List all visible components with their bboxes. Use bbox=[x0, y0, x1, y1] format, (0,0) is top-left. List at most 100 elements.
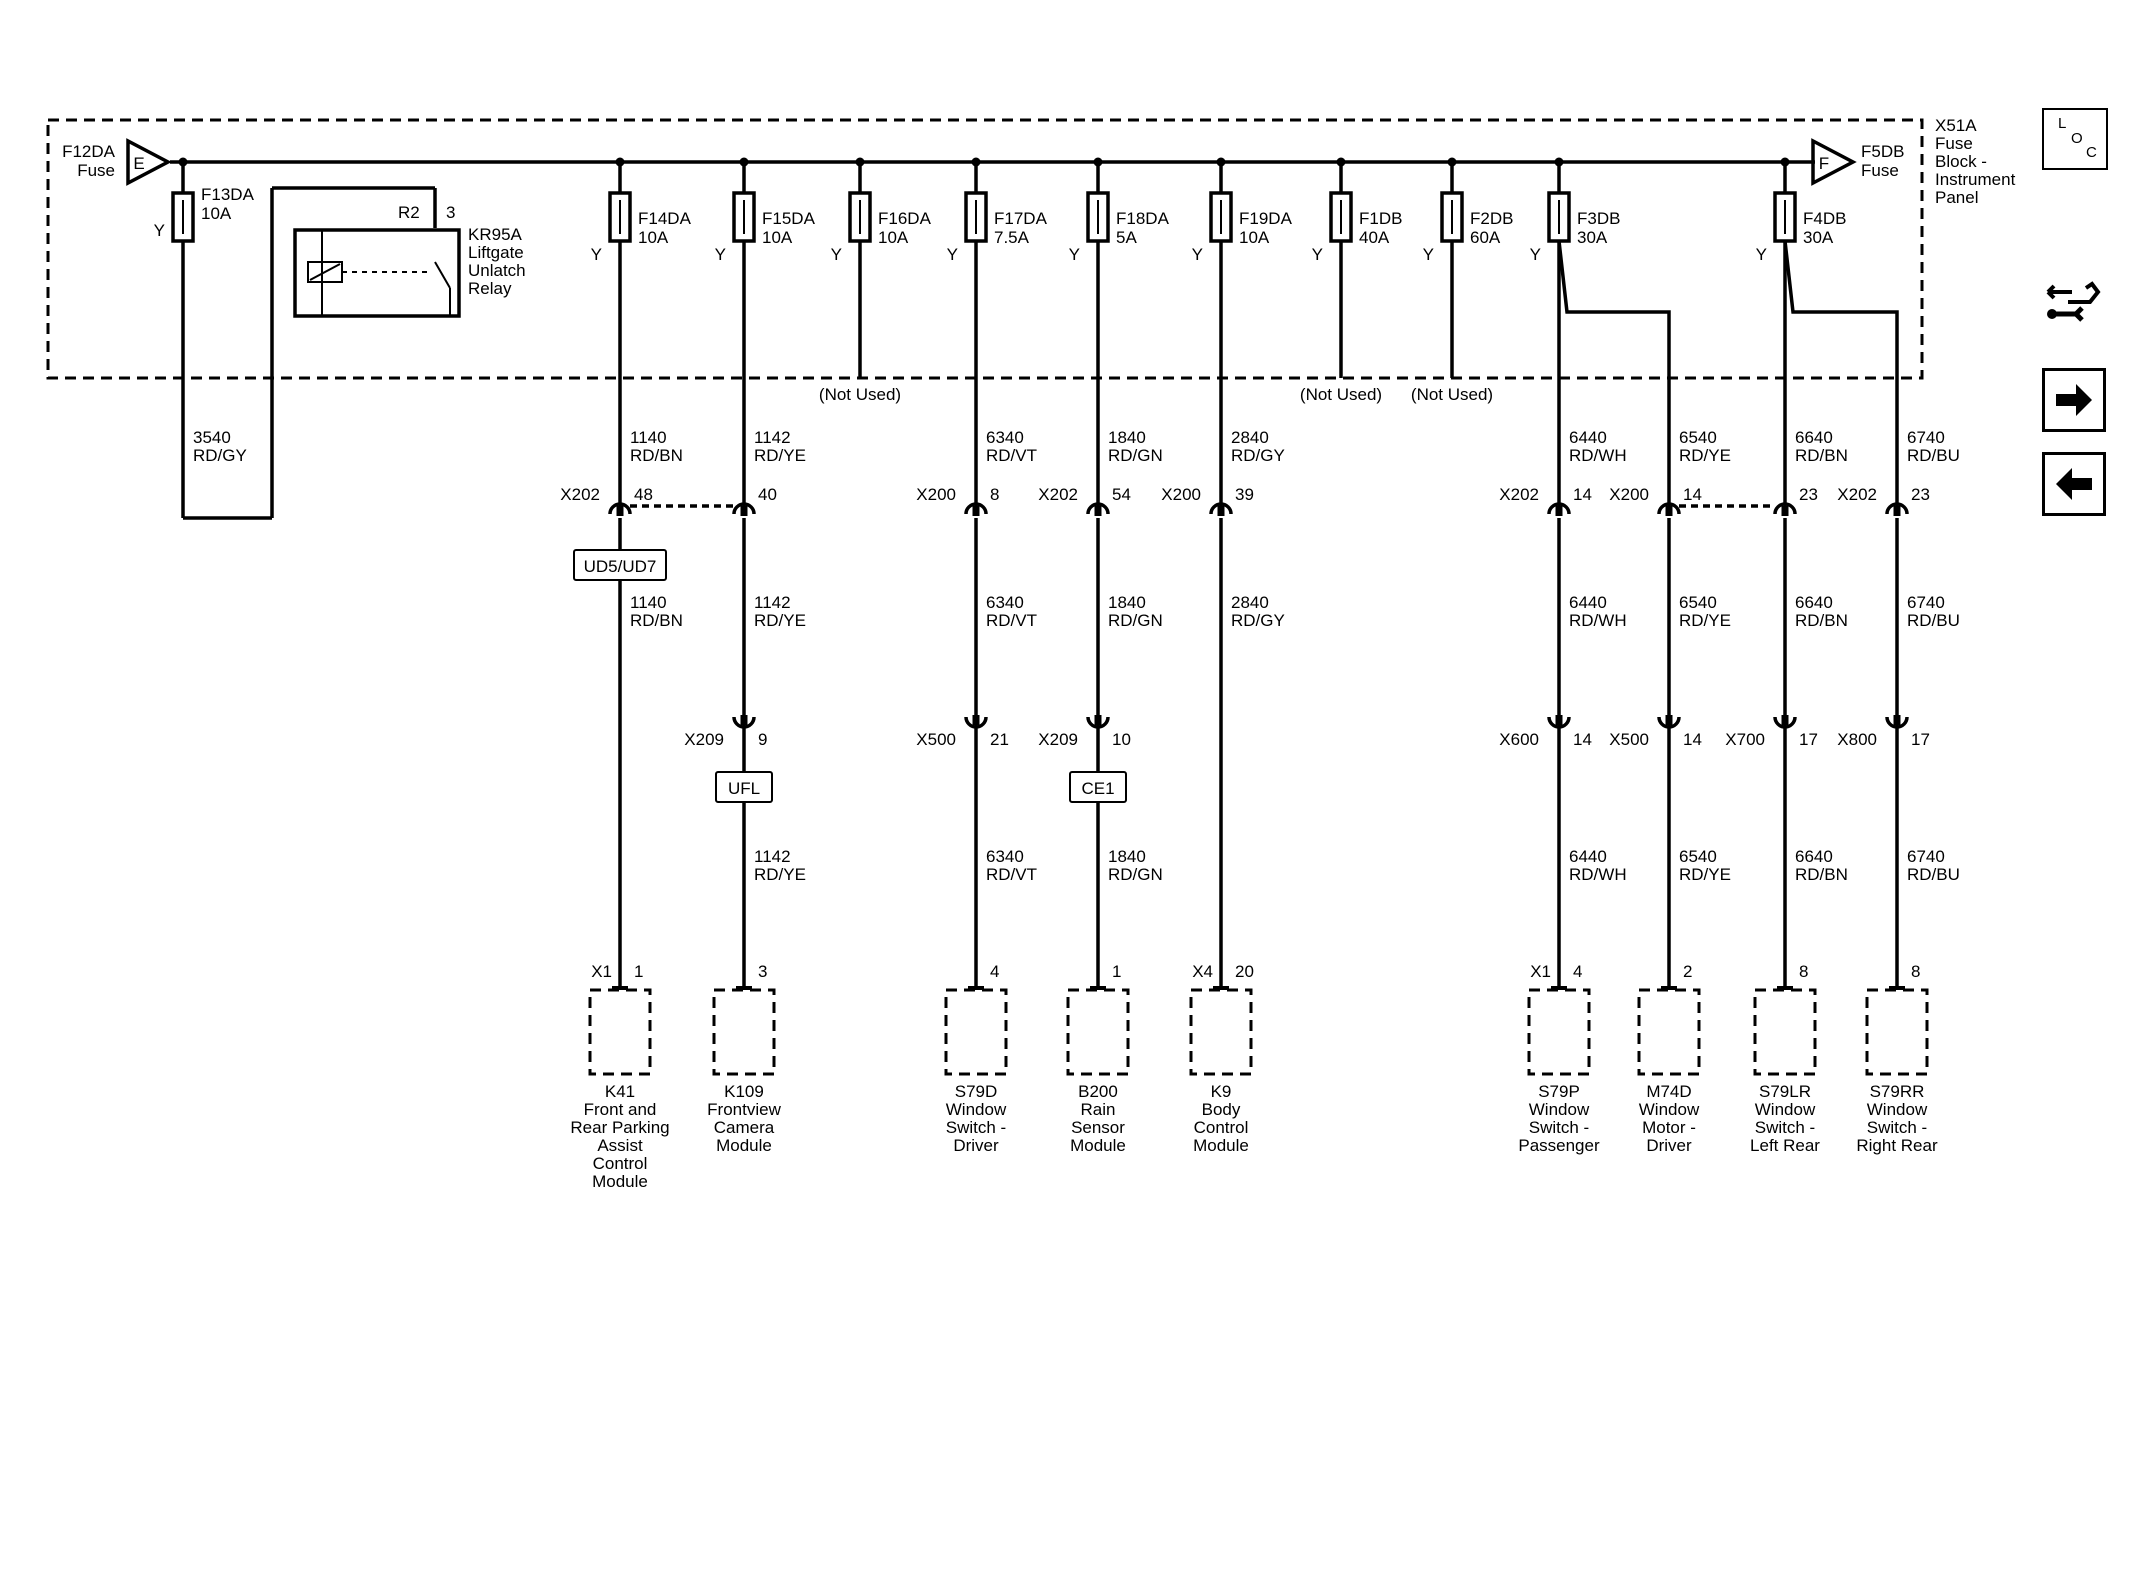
fuse-rating-label: 10A bbox=[878, 228, 909, 247]
connector-x209-pin bbox=[1094, 715, 1102, 725]
fuse-rating-label: 10A bbox=[762, 228, 793, 247]
fuse-id-label: F3DB bbox=[1577, 209, 1620, 228]
source-e-triangle bbox=[126, 138, 172, 186]
module-b200 bbox=[1066, 988, 1130, 1076]
module-name-line: K109 bbox=[724, 1082, 764, 1101]
circuit-number: 6340 bbox=[986, 847, 1024, 866]
circuit-number: 1142 bbox=[754, 593, 791, 612]
loc-letter-c: C bbox=[2086, 144, 2097, 161]
module-name-line: K41 bbox=[605, 1082, 635, 1101]
arrow-right-icon bbox=[2056, 384, 2092, 416]
option-ce1-label: CE1 bbox=[1081, 779, 1114, 798]
connector-pin-label: 10 bbox=[1112, 730, 1131, 749]
module-name-line: Passenger bbox=[1518, 1136, 1600, 1155]
back-button[interactable] bbox=[2042, 452, 2106, 516]
connector-id-label: X200 bbox=[1161, 485, 1201, 504]
fuse-block-name-line: Fuse bbox=[1935, 134, 1973, 153]
relay-kr95a-box bbox=[293, 228, 461, 318]
module-name-line: Module bbox=[1070, 1136, 1126, 1155]
module-name-line: Motor - bbox=[1642, 1118, 1696, 1137]
circuit-number: 6440 bbox=[1569, 428, 1607, 447]
module-pin-bar bbox=[1777, 986, 1793, 990]
tools-button[interactable] bbox=[2042, 270, 2106, 334]
arrow-left-icon bbox=[2056, 468, 2092, 500]
module-s79lr bbox=[1753, 988, 1817, 1076]
tools-icon bbox=[2046, 281, 2101, 322]
circuit-number: 6440 bbox=[1569, 847, 1607, 866]
connector-pin-label: 54 bbox=[1112, 485, 1131, 504]
module-connector-label: X1 bbox=[1530, 962, 1551, 981]
connector-x700-pin bbox=[1781, 715, 1789, 725]
relay-name-line: KR95A bbox=[468, 225, 523, 244]
connector-x500-pin bbox=[972, 715, 980, 725]
circuit-color: RD/VT bbox=[986, 446, 1037, 465]
module-pin-label: 20 bbox=[1235, 962, 1254, 981]
relay-name-line: Unlatch bbox=[468, 261, 526, 280]
connector-x800-pin bbox=[1893, 715, 1901, 725]
connector-pin-label: 40 bbox=[758, 485, 777, 504]
module-s79p bbox=[1527, 988, 1591, 1076]
connector-pin-label: 14 bbox=[1573, 730, 1592, 749]
module-pin-label: 3 bbox=[758, 962, 767, 981]
module-pin-bar bbox=[1090, 986, 1106, 990]
circuit-color: RD/BN bbox=[630, 611, 683, 630]
module-name-line: Left Rear bbox=[1750, 1136, 1820, 1155]
module-name-line: S79P bbox=[1538, 1082, 1580, 1101]
circuit-color: RD/GY bbox=[1231, 446, 1285, 465]
circuit-number: 1142 bbox=[754, 847, 791, 866]
connector-id-label: X500 bbox=[916, 730, 956, 749]
module-name-line: S79D bbox=[955, 1082, 998, 1101]
fuse-y-label: Y bbox=[154, 221, 165, 240]
circuit-color: RD/GN bbox=[1108, 446, 1163, 465]
connector-x200-arc bbox=[1657, 502, 1681, 515]
not-used-label: (Not Used) bbox=[819, 385, 901, 404]
location-button[interactable]: L O C bbox=[2042, 108, 2108, 170]
source-f5db-label: F5DB bbox=[1861, 142, 1904, 161]
circuit-color: RD/BN bbox=[1795, 611, 1848, 630]
fuse-rating-label: 30A bbox=[1803, 228, 1834, 247]
module-name-line: Frontview bbox=[707, 1100, 781, 1119]
circuit-color: RD/BU bbox=[1907, 611, 1960, 630]
circuit-number: 1840 bbox=[1108, 847, 1146, 866]
circuit-3540-color: RD/GY bbox=[193, 446, 247, 465]
module-name-line: Window bbox=[1755, 1100, 1816, 1119]
connector-pin-label: 23 bbox=[1911, 485, 1930, 504]
option-ufl-label: UFL bbox=[728, 779, 760, 798]
connector-x600-pin bbox=[1555, 715, 1563, 725]
module-pin-label: 4 bbox=[1573, 962, 1582, 981]
module-pin-bar bbox=[968, 986, 984, 990]
connector-pin-label: 21 bbox=[990, 730, 1009, 749]
module-pin-label: 1 bbox=[1112, 962, 1121, 981]
fuse-rating-label: 10A bbox=[638, 228, 669, 247]
connector-pin-label: 17 bbox=[1799, 730, 1818, 749]
circuit-color: RD/WH bbox=[1569, 865, 1627, 884]
connector-pin-label: 39 bbox=[1235, 485, 1254, 504]
fuse-id-label: F1DB bbox=[1359, 209, 1402, 228]
module-name-line: K9 bbox=[1211, 1082, 1232, 1101]
fuse-y-label: Y bbox=[1423, 245, 1434, 264]
fuse-id-label: F16DA bbox=[878, 209, 932, 228]
circuit-3540-number: 3540 bbox=[193, 428, 231, 447]
module-name-line: Sensor bbox=[1071, 1118, 1125, 1137]
connector-x202-pin bbox=[616, 506, 624, 516]
connector-pin-label: 8 bbox=[990, 485, 999, 504]
module-pin-bar bbox=[1661, 986, 1677, 990]
module-s79d bbox=[944, 988, 1008, 1076]
fuse-y-label: Y bbox=[715, 245, 726, 264]
connector-id-label: X200 bbox=[916, 485, 956, 504]
module-name-line: Control bbox=[1194, 1118, 1249, 1137]
fuse-block-name-line: X51A bbox=[1935, 116, 1977, 135]
circuit-color: RD/YE bbox=[1679, 865, 1731, 884]
fuse-y-label: Y bbox=[1069, 245, 1080, 264]
fuse-id-label: F15DA bbox=[762, 209, 816, 228]
circuit-color: RD/BN bbox=[1795, 446, 1848, 465]
module-m74d bbox=[1637, 988, 1701, 1076]
module-name-line: Right Rear bbox=[1856, 1136, 1938, 1155]
module-k109 bbox=[712, 988, 776, 1076]
connector-x-pin bbox=[740, 506, 748, 516]
fuse-rating-label: 10A bbox=[1239, 228, 1270, 247]
connector-id-label: X209 bbox=[684, 730, 724, 749]
connector-x202-pin bbox=[1893, 506, 1901, 516]
forward-button[interactable] bbox=[2042, 368, 2106, 432]
